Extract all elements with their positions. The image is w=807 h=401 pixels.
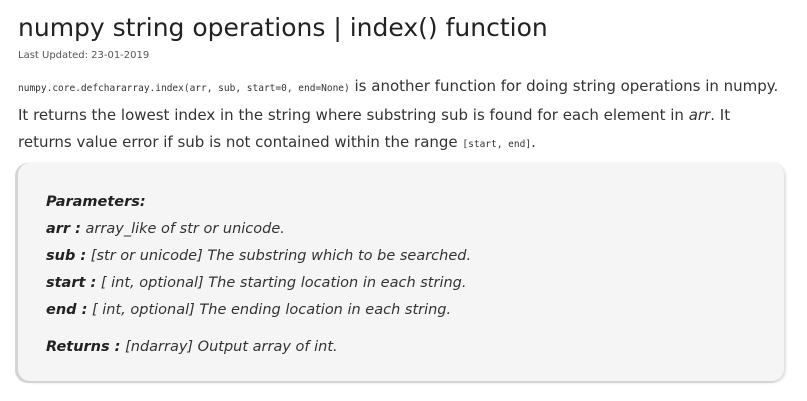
intro-paragraph: numpy.core.defchararray.index(arr, sub, … xyxy=(18,73,788,158)
page-title: numpy string operations | index() functi… xyxy=(18,13,548,42)
intro-text-2: . It returns value error if sub is not c… xyxy=(18,106,731,151)
function-signature: numpy.core.defchararray.index(arr, sub, … xyxy=(18,83,350,94)
param-name: sub : xyxy=(46,248,87,264)
returns-label: Returns : xyxy=(46,339,121,355)
returns-line: Returns : [ndarray] Output array of int. xyxy=(46,334,784,361)
range-code: [start, end] xyxy=(462,139,532,150)
intro-text-1: is another function for doing string ope… xyxy=(18,77,779,124)
param-desc: [str or unicode] The substring which to … xyxy=(86,248,472,264)
param-end: end : [ int, optional] The ending locati… xyxy=(46,297,784,324)
last-updated-date: Last Updated: 23-01-2019 xyxy=(18,50,150,61)
param-desc: [ int, optional] The ending location in … xyxy=(87,302,452,318)
param-desc: [ int, optional] The starting location i… xyxy=(96,275,467,291)
parameters-heading: Parameters: xyxy=(46,194,146,210)
param-sub: sub : [str or unicode] The substring whi… xyxy=(46,243,784,270)
param-name: start : xyxy=(46,275,97,291)
param-arr: arr : array_like of str or unicode. xyxy=(46,216,784,243)
param-name: end : xyxy=(46,302,88,318)
param-name: arr : xyxy=(46,221,81,237)
param-start: start : [ int, optional] The starting lo… xyxy=(46,270,784,297)
returns-desc: [ndarray] Output array of int. xyxy=(120,339,338,355)
param-desc: array_like of str or unicode. xyxy=(80,221,285,237)
arr-emphasis: arr xyxy=(688,106,711,124)
intro-text-3: . xyxy=(531,133,536,151)
parameters-box: Parameters: arr : array_like of str or u… xyxy=(18,163,784,381)
